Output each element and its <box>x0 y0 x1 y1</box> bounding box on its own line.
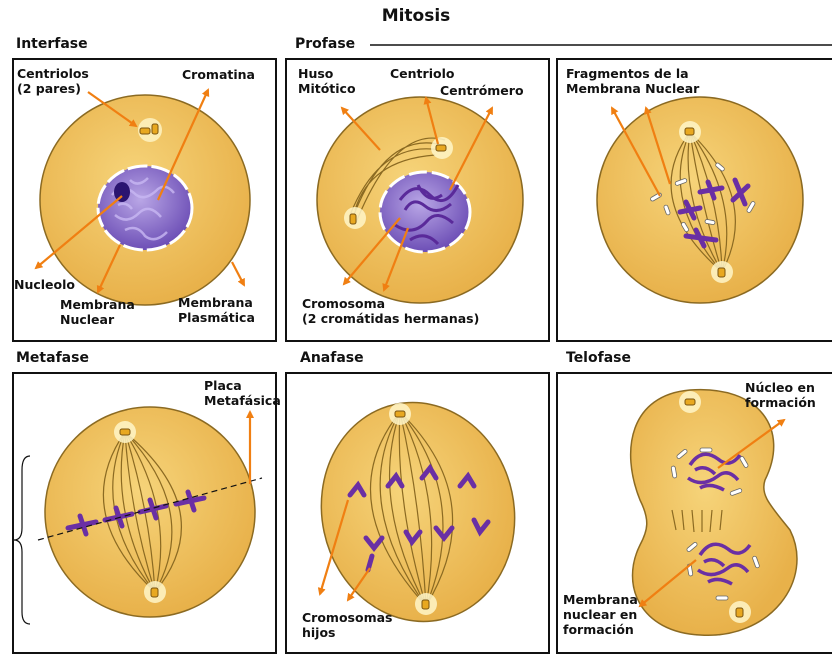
centriole-prometafase-top <box>679 121 701 143</box>
cell-prometafase <box>597 97 803 303</box>
centriole-pair-interfase <box>138 118 162 142</box>
cell-anafase <box>301 384 535 639</box>
label-cromatina: Cromatina <box>182 67 255 82</box>
centriole-metafase-top <box>114 421 136 443</box>
centriole-profase-left <box>344 207 366 229</box>
centriole-profase-top <box>431 137 453 159</box>
label-cromosoma: Cromosoma(2 cromátidas hermanas) <box>302 296 479 326</box>
centriole-telofase-top <box>679 391 701 413</box>
centriole-metafase-bottom <box>144 581 166 603</box>
label-centriolo: Centriolo <box>390 66 454 81</box>
centriole-telofase-bottom <box>729 601 751 623</box>
label-nucleolo: Nucleolo <box>14 277 75 292</box>
label-centromero: Centrómero <box>440 83 524 98</box>
cell-telofase <box>631 390 797 636</box>
cell-interfase <box>40 95 250 305</box>
cell-metafase <box>14 407 262 624</box>
cell-profase <box>317 97 523 303</box>
centriole-prometafase-bottom <box>711 261 733 283</box>
centriole-anafase-bottom <box>415 593 437 615</box>
centriole-anafase-top <box>389 403 411 425</box>
label-centriolos: Centriolos(2 pares) <box>17 66 89 96</box>
